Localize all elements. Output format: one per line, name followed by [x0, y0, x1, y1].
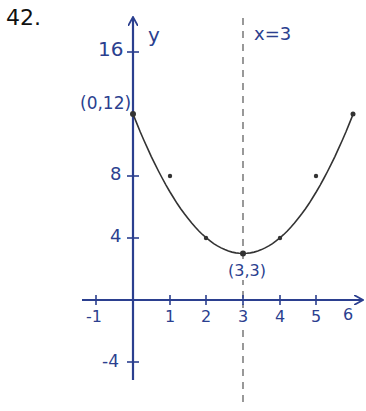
tick-label: 2 [201, 308, 211, 326]
x-axis [82, 299, 362, 301]
point-label: (3,3) [226, 262, 268, 280]
tick-label: 3 [236, 308, 250, 326]
tick-label: 8 [110, 164, 121, 184]
parabola-curve [133, 114, 353, 254]
tick-label: -1 [86, 308, 102, 326]
tick-label: -4 [102, 352, 119, 371]
tick-label: 1 [165, 308, 175, 326]
line-equation: x=3 [254, 24, 291, 44]
point-label: (0,12) [80, 94, 131, 113]
tick-label: 16 [98, 38, 123, 60]
tick-label: 6 [343, 306, 353, 324]
axis-name: y [148, 24, 160, 46]
tick-label: 4 [110, 226, 121, 246]
plotted-points [130, 111, 356, 257]
tick-label: 5 [311, 308, 321, 326]
problem-number: 42. [6, 6, 41, 30]
axis-of-symmetry [242, 18, 243, 405]
tick-label: 4 [275, 308, 285, 326]
y-axis [132, 18, 134, 380]
